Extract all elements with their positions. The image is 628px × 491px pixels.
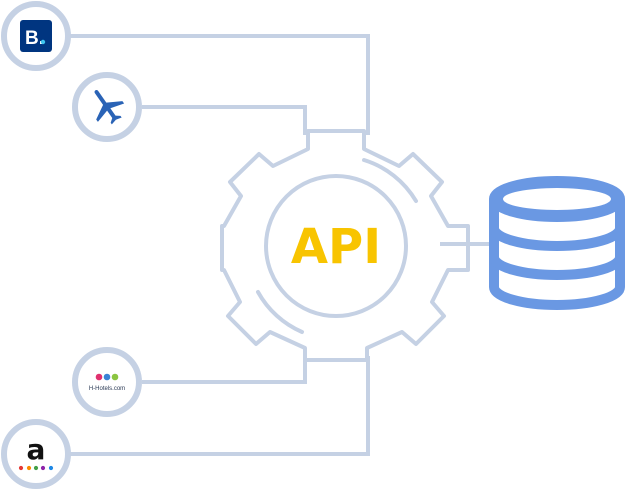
amazon-badge[interactable]: a	[1, 419, 71, 489]
amazon-letter: a	[27, 433, 46, 466]
connector-hotels	[142, 356, 307, 384]
gear-inner-ring	[264, 174, 408, 318]
booking-logo	[20, 20, 52, 52]
connector-lines	[70, 34, 490, 456]
gear-icon	[220, 129, 470, 362]
connector-flights	[142, 105, 307, 135]
connector-booking	[70, 34, 370, 135]
airplane-icon	[94, 90, 125, 125]
h-hotels-label: H-Hotels.com	[89, 386, 125, 392]
flights-badge[interactable]	[72, 72, 142, 142]
hotels-badge[interactable]: H-Hotels.com	[72, 347, 142, 417]
connector-amazon	[70, 356, 370, 456]
booking-letter: B.	[25, 28, 44, 49]
amazon-dots	[18, 465, 54, 471]
gear-arc-bottom-left	[256, 290, 304, 334]
h-hotels-logo	[95, 373, 119, 381]
gear-arc-top-right	[362, 158, 418, 203]
database-icon	[489, 176, 625, 310]
api-label: API	[291, 219, 381, 275]
booking-dot	[40, 39, 46, 45]
booking-badge[interactable]: B.	[1, 1, 71, 71]
